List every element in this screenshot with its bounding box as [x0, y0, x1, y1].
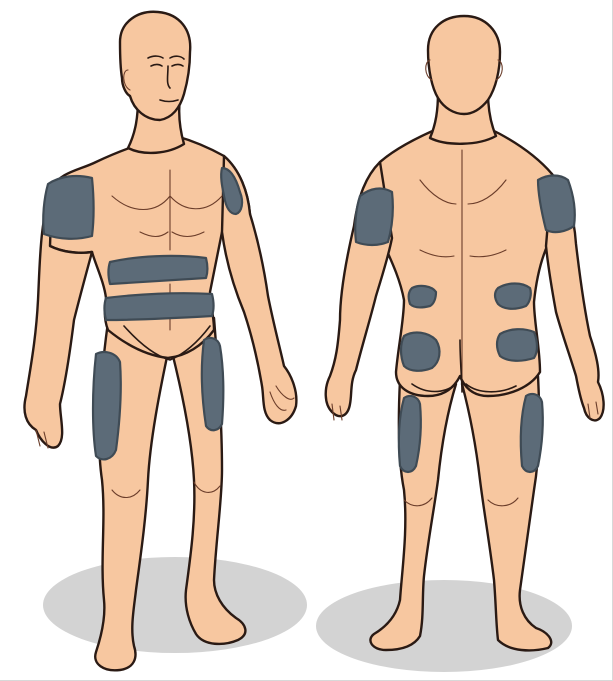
back-zone-left-upper-buttock: [409, 286, 436, 307]
front-zone-right-upper-arm: [43, 176, 93, 239]
back-zone-left-thigh: [399, 396, 421, 472]
back-figure: [316, 16, 604, 672]
back-zone-right-thigh: [521, 394, 543, 472]
front-head: [120, 12, 190, 120]
back-head: [428, 16, 500, 114]
front-zone-right-thigh: [93, 352, 121, 459]
front-zone-left-thigh: [202, 338, 223, 430]
back-fingers: [332, 402, 598, 420]
front-figure: [24, 12, 307, 671]
front-ground-shadow: [43, 557, 307, 653]
back-zone-right-upper-buttock: [495, 284, 531, 309]
front-torso: [48, 136, 250, 358]
front-fingers: [36, 386, 294, 448]
back-zone-left-upper-arm: [355, 189, 393, 245]
front-zone-lower-abdomen: [105, 293, 214, 320]
back-zone-right-upper-arm: [538, 176, 575, 233]
front-zone-upper-abdomen: [109, 256, 208, 284]
back-zone-right-lower-buttock: [497, 329, 537, 361]
back-zone-left-lower-buttock: [401, 333, 439, 371]
